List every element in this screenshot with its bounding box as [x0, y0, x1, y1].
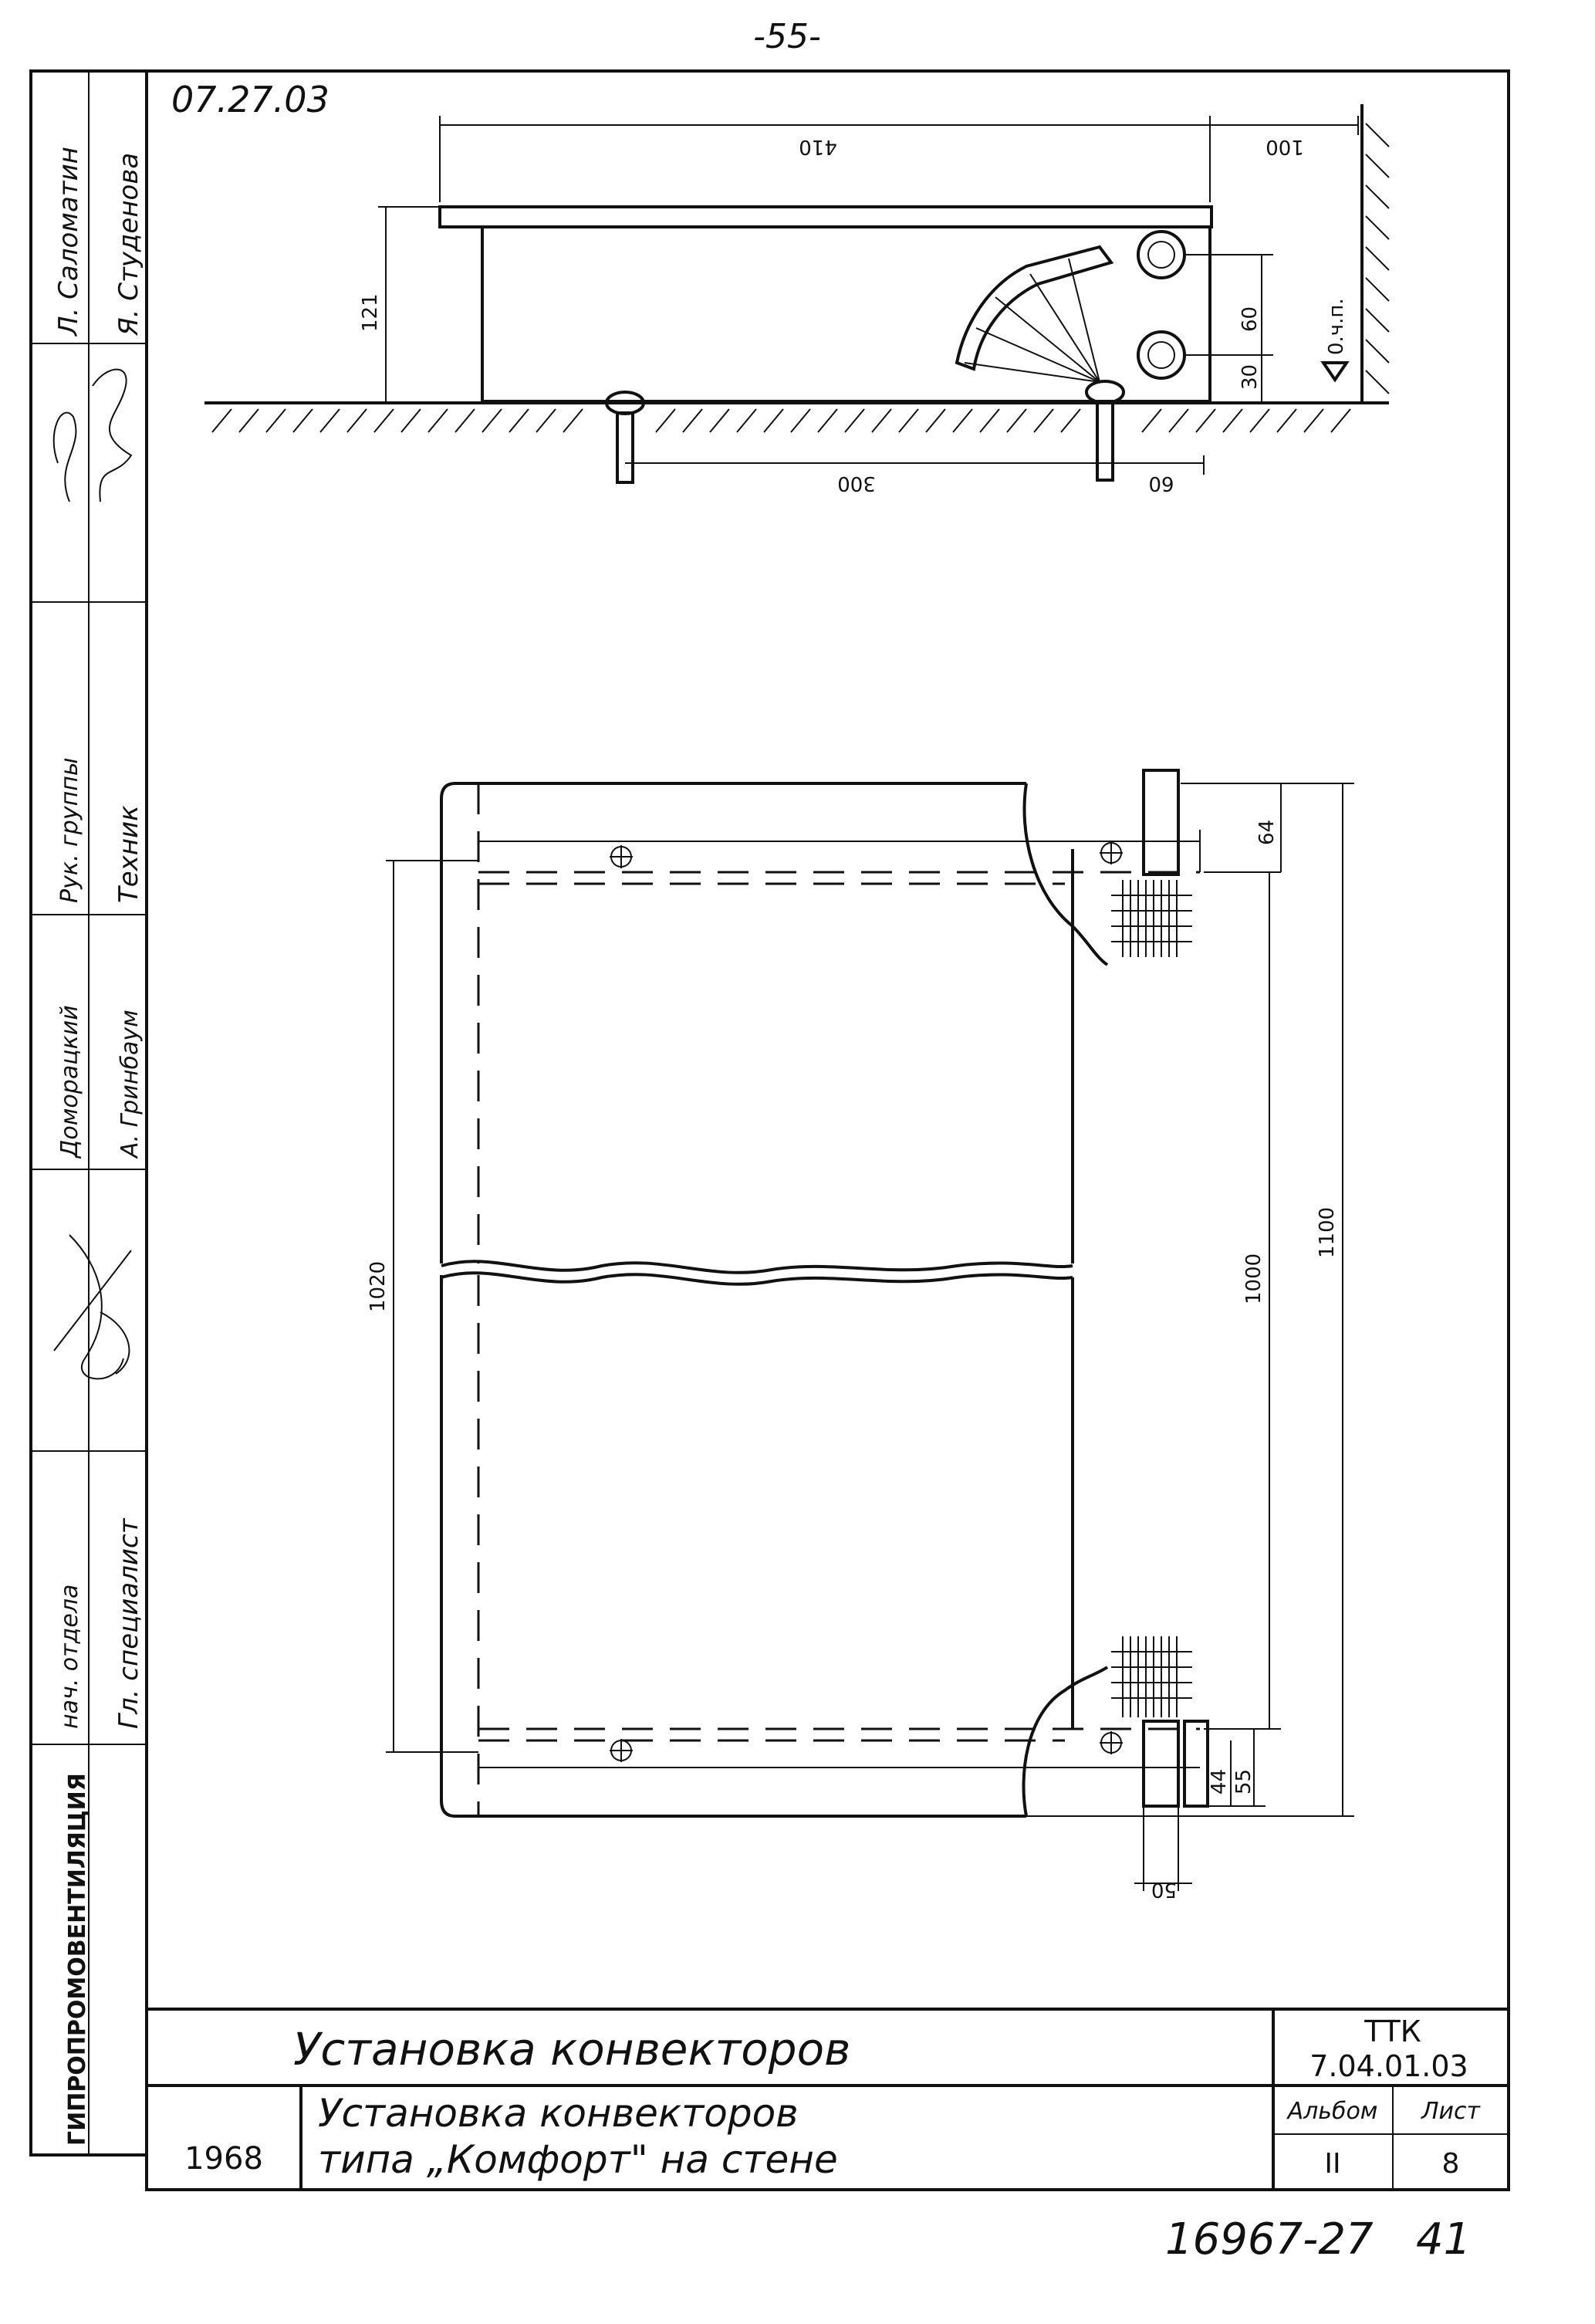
sheet-value: 8 — [1442, 2148, 1460, 2180]
pipe-top — [1142, 769, 1180, 876]
heating-pipes — [1137, 230, 1186, 380]
dim-inner: 1020 — [367, 1261, 390, 1312]
album-label: Альбом — [1286, 2098, 1378, 2125]
stamp-name-1: Л. Саломатин — [53, 147, 84, 337]
level-mark-arrow — [1320, 361, 1350, 383]
dim-top-offset: 100 — [1266, 135, 1304, 158]
dim-bracket-offset: 60 — [1148, 472, 1174, 495]
section-view: 410 100 121 60 30 0.ч.п. 300 60 — [204, 104, 1390, 495]
plan-view: 1020 1000 1100 64 44 55 50 — [367, 769, 1354, 1901]
dim-height: 121 — [359, 293, 382, 332]
pipe-bottom — [1142, 1720, 1180, 1808]
convector-cover — [438, 205, 1213, 228]
signature-1 — [52, 368, 133, 502]
stamp-role-4: Гл. специалист — [113, 1517, 144, 1729]
fin-pack-top — [1111, 880, 1192, 957]
drawing-code: 07.27.03 — [171, 79, 329, 120]
floor-hatching — [211, 408, 1351, 433]
break-line — [441, 1260, 1073, 1274]
sheet-label: Лист — [1421, 2098, 1482, 2125]
dim-overall: 1100 — [1316, 1207, 1339, 1258]
dim-pipe-width: 50 — [1151, 1878, 1177, 1901]
dim-bracket-spacing: 300 — [837, 472, 876, 495]
dim-bottom-1: 44 — [1208, 1769, 1231, 1795]
drawing-frame — [145, 69, 1510, 2191]
year: 1968 — [184, 2141, 263, 2177]
subtitle-line-1: Установка конвекторов — [318, 2091, 799, 2136]
sheet-reference: 41 — [1416, 2214, 1471, 2265]
fin-pack-bottom — [1111, 1636, 1192, 1717]
air-valve — [955, 245, 1114, 383]
wall-hatching — [1365, 123, 1390, 394]
stamp-organization: ГИПРОПРОМОВЕНТИЛЯЦИЯ — [64, 1773, 91, 2146]
stamp-name-2: Я. Студенова — [113, 153, 144, 337]
mounting-bracket-right — [1085, 380, 1125, 482]
dim-top-pipe: 64 — [1255, 820, 1279, 845]
level-mark: 0.ч.п. — [1325, 298, 1348, 355]
dim-top-width: 410 — [799, 135, 837, 158]
casing-outline-upper — [440, 782, 1026, 1263]
convector-body — [481, 227, 1211, 403]
stamp-role-3: нач. отдела — [56, 1585, 83, 1729]
signature-2 — [53, 1234, 132, 1380]
code-top: ТТК — [1364, 2014, 1421, 2048]
stamp-role-1: Рук. группы — [56, 757, 83, 903]
mounting-bracket-left — [605, 391, 645, 484]
page-number: -55- — [753, 17, 821, 56]
dim-pipe-spacing: 60 — [1238, 306, 1262, 332]
drawing-number: 7.04.01.03 — [1309, 2049, 1468, 2083]
stamp-role-2: Техник — [113, 805, 144, 903]
stamp-name-3: Доморацкий — [56, 1005, 83, 1159]
stamp-name-4: А. Гринбаум — [117, 1010, 144, 1159]
dim-pipe-bottom: 30 — [1238, 364, 1262, 390]
bolt-holes — [610, 841, 1123, 1762]
title-block: Установка конвекторов ТТК 7.04.01.03 196… — [147, 2008, 1509, 2190]
dim-bottom-2: 55 — [1232, 1769, 1255, 1795]
side-stamp: Л. Саломатин Я. Студенова Рук. группы Те… — [29, 69, 148, 2157]
registration-number: 16967-27 — [1165, 2214, 1374, 2265]
subtitle-line-2: типа „Комфорт" на стене — [318, 2137, 838, 2182]
album-value: II — [1324, 2148, 1340, 2180]
casing-outline-lower — [440, 1275, 1026, 1818]
main-title: Установка конвекторов — [293, 2023, 850, 2075]
dim-fins: 1000 — [1242, 1253, 1266, 1304]
